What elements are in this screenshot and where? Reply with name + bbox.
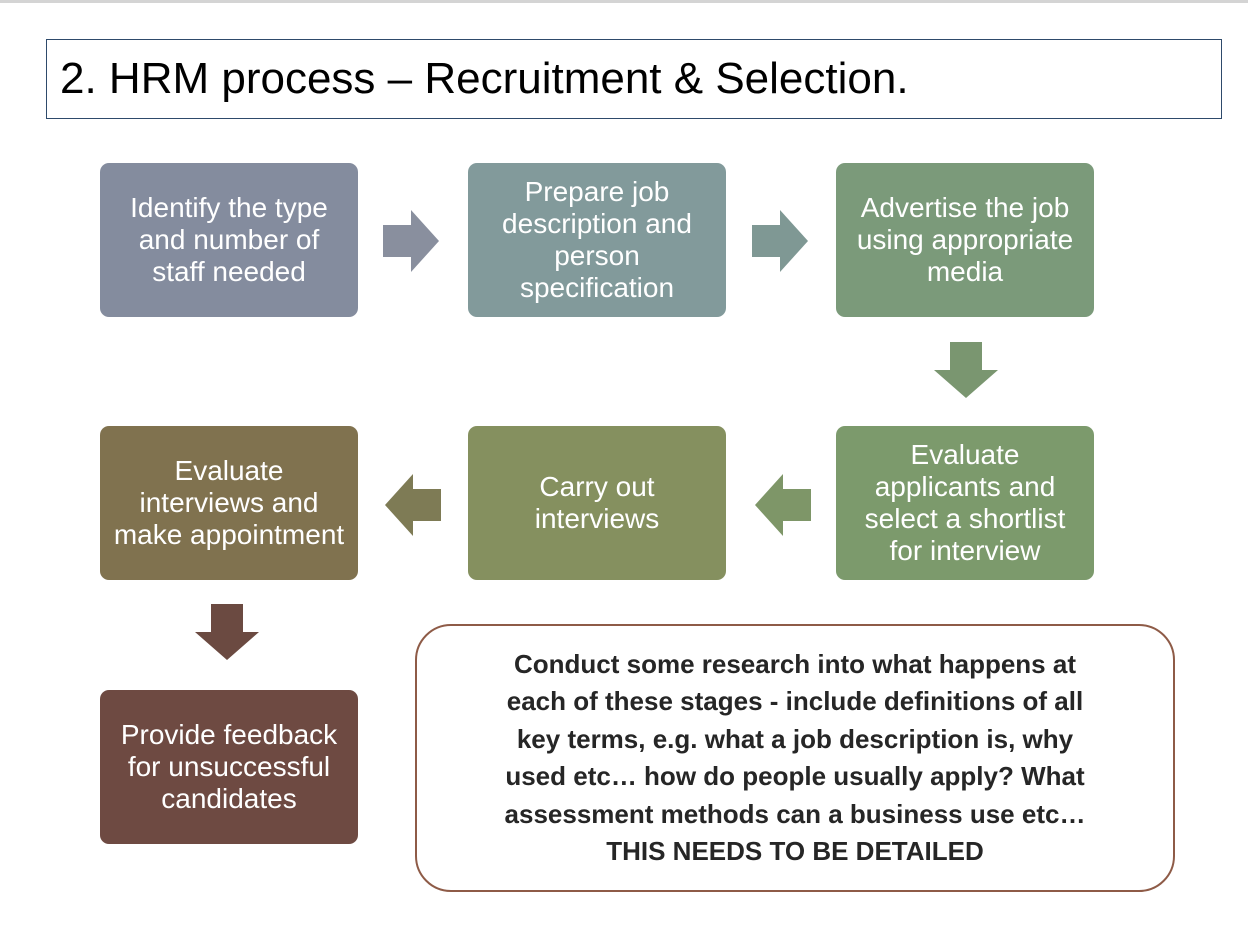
step-advertise-job-label: Advertise the job using appropriate medi… [856,192,1074,287]
arrow-down-icon [934,342,998,398]
page-title: 2. HRM process – Recruitment & Selection… [60,54,909,103]
step-evaluate-interviews: Evaluate interviews and make appointment [100,426,358,580]
research-note-box: Conduct some research into what happens … [415,624,1175,892]
arrow-left-icon [385,474,441,536]
step-evaluate-applicants-label: Evaluate applicants and select a shortli… [864,439,1066,566]
step-provide-feedback-label: Provide feedback for unsuccessful candid… [120,719,338,814]
step-advertise-job: Advertise the job using appropriate medi… [836,163,1094,317]
step-identify-staff-label: Identify the type and number of staff ne… [130,192,328,287]
arrow-left-icon [755,474,811,536]
arrow-down-icon [195,604,259,660]
arrow-right-icon [383,210,439,272]
title-box: 2. HRM process – Recruitment & Selection… [46,39,1222,119]
step-evaluate-applicants: Evaluate applicants and select a shortli… [836,426,1094,580]
step-provide-feedback: Provide feedback for unsuccessful candid… [100,690,358,844]
step-evaluate-interviews-label: Evaluate interviews and make appointment [113,455,345,550]
step-prepare-job-description: Prepare job description and person speci… [468,163,726,317]
top-divider [0,0,1248,3]
arrow-right-icon [752,210,808,272]
step-carry-out-interviews-label: Carry out interviews [534,471,660,534]
research-note-text: Conduct some research into what happens … [504,648,1086,867]
step-prepare-job-description-label: Prepare job description and person speci… [502,176,692,303]
step-identify-staff: Identify the type and number of staff ne… [100,163,358,317]
step-carry-out-interviews: Carry out interviews [468,426,726,580]
